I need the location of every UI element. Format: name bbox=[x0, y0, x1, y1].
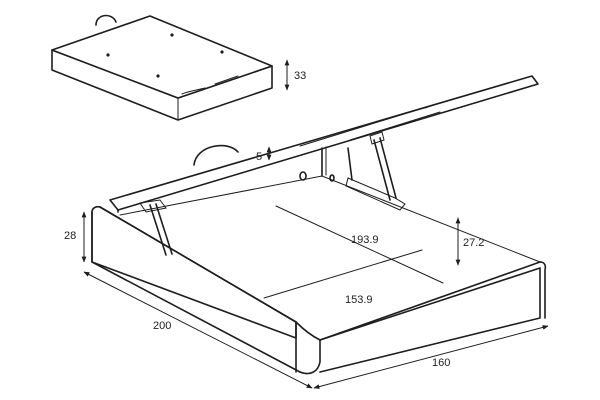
dimension-outer-width: 160 bbox=[313, 325, 549, 389]
wall-fixing bbox=[299, 171, 307, 181]
dimension-inner-width: 153.9 bbox=[345, 294, 373, 306]
closed-bed-illustration bbox=[51, 14, 273, 121]
dimension-lid-thickness-label: 33 bbox=[294, 70, 306, 82]
closed-bed-mark bbox=[106, 53, 110, 57]
dimension-inner-width-label: 153.9 bbox=[345, 294, 373, 306]
dimension-lid-gap-label: 5 bbox=[256, 151, 262, 163]
open-bed-lid bbox=[109, 75, 539, 211]
gas-piston-left bbox=[149, 204, 167, 256]
dimension-outer-width-label: 160 bbox=[432, 357, 450, 369]
dimension-frame-height: 28 bbox=[64, 211, 87, 263]
open-bed-handle bbox=[193, 144, 239, 166]
closed-bed-top bbox=[51, 15, 273, 99]
gas-piston-right bbox=[347, 147, 353, 181]
closed-bed-mark bbox=[156, 74, 160, 78]
dimension-lid-gap: 5 bbox=[256, 146, 272, 163]
open-bed-frame bbox=[91, 205, 297, 339]
wall-fixing bbox=[329, 174, 335, 182]
closed-bed-handle bbox=[95, 14, 117, 26]
dimension-inner-length-label: 193.9 bbox=[351, 234, 379, 246]
dimension-inner-length: 193.9 bbox=[351, 234, 379, 246]
dimension-inner-depth: 27.2 bbox=[455, 217, 484, 266]
dimension-outer-length-label: 200 bbox=[153, 320, 171, 332]
open-bed-floor bbox=[119, 175, 541, 263]
dimension-frame-height-label: 28 bbox=[64, 230, 76, 242]
dimension-lid-thickness: 33 bbox=[284, 59, 306, 91]
dimension-outer-length: 200 bbox=[83, 271, 313, 389]
closed-bed-mark bbox=[170, 33, 174, 37]
closed-bed-mark bbox=[220, 50, 224, 54]
dimension-inner-depth-label: 27.2 bbox=[463, 237, 484, 249]
